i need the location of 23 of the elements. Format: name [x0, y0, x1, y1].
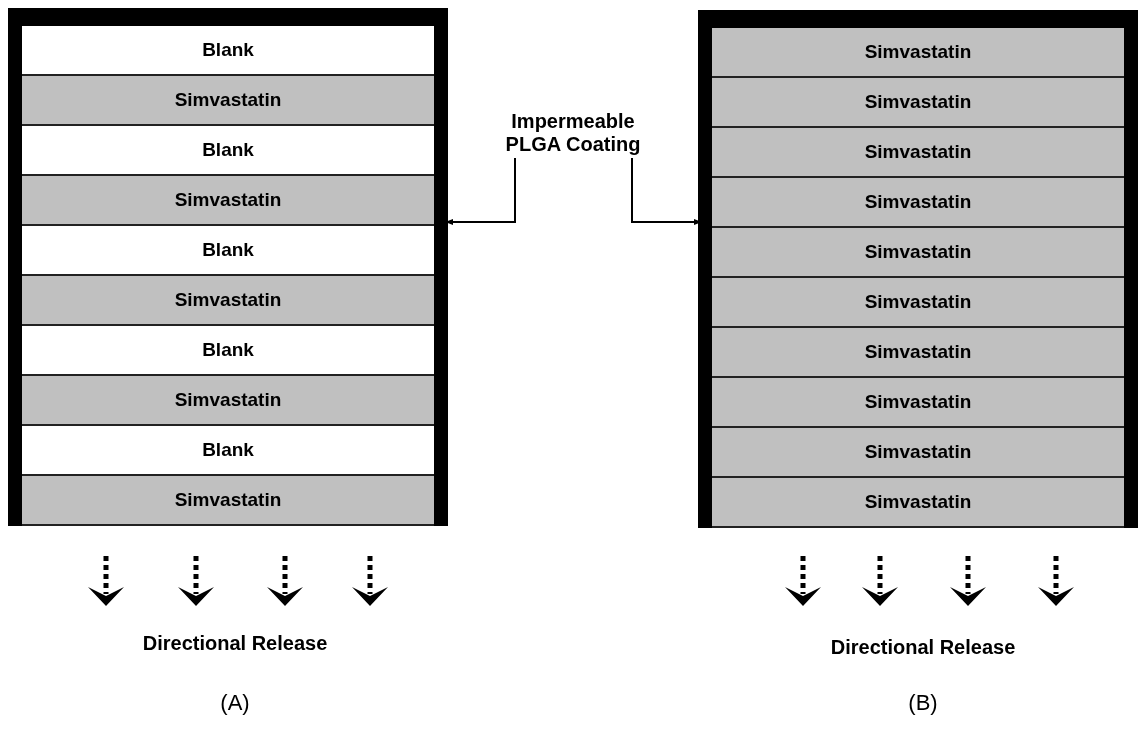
- panel-label: (B): [907, 690, 939, 716]
- layer: Simvastatin: [712, 128, 1124, 178]
- caption: Directional Release: [141, 632, 329, 655]
- layer: Simvastatin: [712, 428, 1124, 478]
- arrow: [445, 157, 516, 226]
- layer: Simvastatin: [712, 228, 1124, 278]
- layer: Simvastatin: [22, 376, 434, 426]
- caption: Directional Release: [829, 636, 1017, 659]
- coated-device: [8, 8, 448, 526]
- layer: Simvastatin: [22, 76, 434, 126]
- layer: Simvastatin: [712, 378, 1124, 428]
- layer: Simvastatin: [712, 278, 1124, 328]
- coated-device: [698, 10, 1138, 528]
- layer: Simvastatin: [712, 478, 1124, 528]
- layer: Simvastatin: [712, 78, 1124, 128]
- coating-label: Impermeable PLGA Coating: [488, 110, 658, 228]
- panel-label: (A): [219, 690, 251, 716]
- layer: Simvastatin: [22, 176, 434, 226]
- layer: Simvastatin: [712, 178, 1124, 228]
- layer: Simvastatin: [22, 476, 434, 526]
- layer: Simvastatin: [22, 276, 434, 326]
- layer: Simvastatin: [712, 28, 1124, 78]
- layer: Simvastatin: [712, 328, 1124, 378]
